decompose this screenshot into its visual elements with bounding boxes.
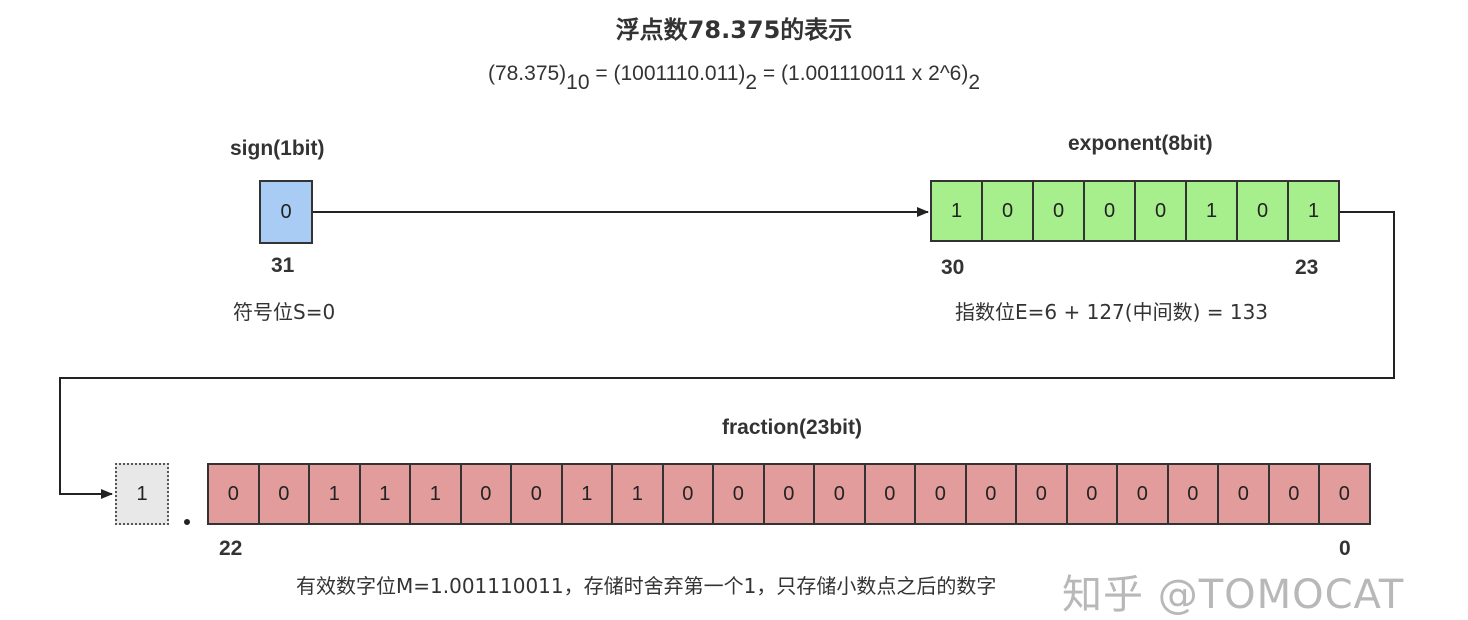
fraction-bit-cell: 0 bbox=[1217, 463, 1270, 525]
fraction-index-right: 0 bbox=[1339, 537, 1351, 560]
fraction-bit-cell: 0 bbox=[1267, 463, 1320, 525]
fraction-bit-row: 0 0 1 1 1 0 0 1 1 0 0 0 0 0 0 0 0 0 0 0 … bbox=[207, 463, 1371, 525]
fraction-bit-cell: 0 bbox=[510, 463, 563, 525]
fraction-bit-cell: 0 bbox=[1166, 463, 1219, 525]
sign-bit-cell: 0 bbox=[259, 180, 313, 244]
fraction-bit-cell: 1 bbox=[308, 463, 361, 525]
formula-base-10: 10 bbox=[566, 71, 590, 94]
exponent-bit-cell: 0 bbox=[1083, 180, 1136, 242]
formula-base-2: 2 bbox=[745, 71, 758, 94]
fraction-bit-cell: 0 bbox=[762, 463, 815, 525]
sign-bit-index: 31 bbox=[271, 254, 295, 277]
fraction-bit-cell: 0 bbox=[207, 463, 260, 525]
fraction-bit-cell: 0 bbox=[964, 463, 1017, 525]
exponent-bit-cell: 0 bbox=[1236, 180, 1289, 242]
zhihu-watermark: 知乎 @TOMOCAT bbox=[1062, 572, 1405, 618]
fraction-bit-cell: 0 bbox=[1065, 463, 1118, 525]
binary-point bbox=[184, 519, 190, 525]
fraction-bit-cell: 0 bbox=[257, 463, 310, 525]
exponent-bit-cell: 1 bbox=[1185, 180, 1238, 242]
fraction-bit-cell: 1 bbox=[409, 463, 462, 525]
implicit-leading-bit: 1 bbox=[115, 463, 169, 525]
conversion-formula: (78.375)10 = (1001110.011)2 = (1.0011100… bbox=[0, 62, 1468, 95]
sign-label: sign(1bit) bbox=[230, 137, 325, 160]
fraction-bit-cell: 0 bbox=[661, 463, 714, 525]
formula-part-normalized: = (1.001110011 x 2^6) bbox=[757, 62, 969, 85]
fraction-caption: 有效数字位M=1.001110011，存储时舍弃第一个1，只存储小数点之后的数字 bbox=[296, 574, 997, 598]
fraction-label: fraction(23bit) bbox=[722, 416, 863, 439]
fraction-bit-cell: 0 bbox=[1116, 463, 1169, 525]
fraction-bit-cell: 0 bbox=[813, 463, 866, 525]
exponent-bit-cell: 1 bbox=[930, 180, 983, 242]
exponent-to-fraction-arrow bbox=[59, 211, 1395, 499]
exponent-bit-cell: 0 bbox=[981, 180, 1034, 242]
fraction-bit-cell: 0 bbox=[914, 463, 967, 525]
fraction-bit-cell: 0 bbox=[1015, 463, 1068, 525]
fraction-bit-cell: 0 bbox=[459, 463, 512, 525]
fraction-index-left: 22 bbox=[219, 537, 243, 560]
exponent-bit-cell: 0 bbox=[1134, 180, 1187, 242]
exponent-index-right: 23 bbox=[1295, 256, 1319, 279]
sign-bit-row: 0 bbox=[259, 180, 313, 244]
exponent-bit-cell: 0 bbox=[1032, 180, 1085, 242]
fraction-bit-cell: 1 bbox=[358, 463, 411, 525]
exponent-label: exponent(8bit) bbox=[1068, 132, 1213, 155]
sign-caption: 符号位S=0 bbox=[233, 300, 336, 324]
exponent-bit-row: 1 0 0 0 0 1 0 1 bbox=[930, 180, 1340, 242]
exponent-index-left: 30 bbox=[941, 256, 965, 279]
formula-base-2-normalized: 2 bbox=[968, 71, 981, 94]
exponent-caption: 指数位E=6 + 127(中间数) = 133 bbox=[955, 300, 1269, 324]
fraction-bit-cell: 0 bbox=[863, 463, 916, 525]
formula-part-binary: = (1001110.011) bbox=[589, 62, 746, 85]
fraction-bit-cell: 1 bbox=[611, 463, 664, 525]
fraction-bit-cell: 1 bbox=[560, 463, 613, 525]
diagram-title: 浮点数78.375的表示 bbox=[615, 16, 853, 44]
fraction-bit-cell: 0 bbox=[712, 463, 765, 525]
fraction-bit-cell: 0 bbox=[1318, 463, 1371, 525]
formula-part-decimal: (78.375) bbox=[487, 62, 567, 85]
exponent-bit-cell: 1 bbox=[1287, 180, 1340, 242]
